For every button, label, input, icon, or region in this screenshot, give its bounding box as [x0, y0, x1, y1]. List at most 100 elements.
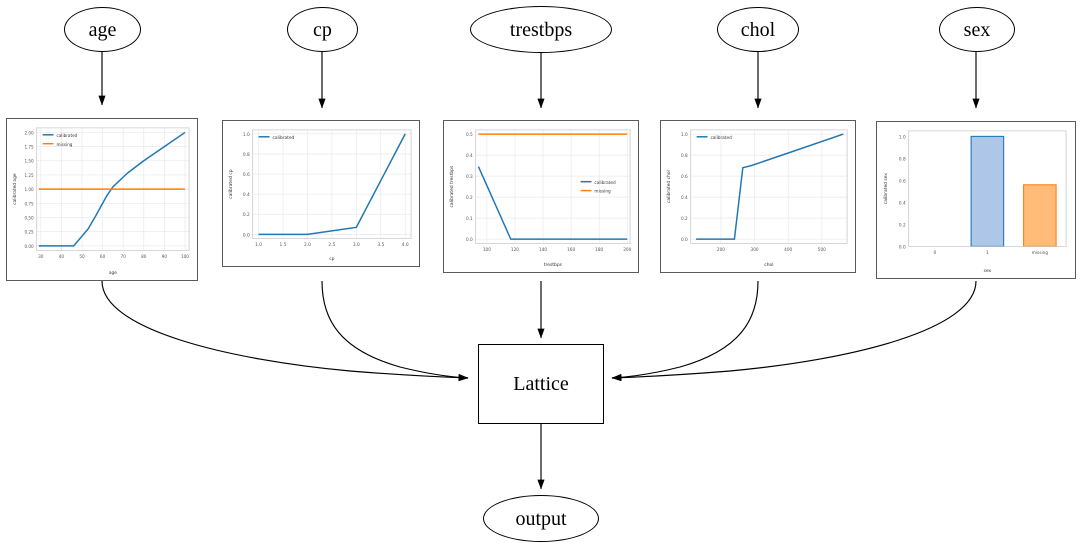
ytick-label: 1.25: [24, 173, 34, 178]
node-output[interactable]: output: [483, 495, 599, 542]
x-axis-label: chol: [764, 262, 773, 268]
xtick-label: 400: [784, 247, 792, 252]
xtick-label: 1: [986, 250, 989, 256]
y-axis-label: calibrated sex: [883, 173, 889, 205]
ytick-label: 0.5: [466, 132, 473, 137]
xtick-label: 1.5: [280, 242, 287, 248]
xtick-label: 80: [141, 254, 147, 259]
chart-cp: 0.0 0.2 0.4 0.6 0.8 1.0 1.0 1.5 2.0 2.5 3.0 3.5 4.0 c…: [228, 129, 412, 262]
xtick-label: 2.5: [328, 242, 335, 248]
edge-sex-plot-to-lattice: [611, 280, 977, 382]
xtick-label: 2.0: [304, 242, 311, 248]
ytick-label: 0.4: [243, 192, 250, 198]
legend-label-calibrated: calibrated: [710, 135, 732, 140]
legend-label-missing: missing: [594, 189, 611, 194]
xtick-label: 200: [717, 247, 725, 252]
xtick-label: 40: [59, 254, 65, 259]
legend-label-calibrated: calibrated: [594, 180, 616, 185]
node-chol-label: chol: [740, 18, 776, 41]
ytick-label: 0.25: [24, 230, 34, 235]
ytick-label: 0.1: [466, 216, 473, 221]
ytick-label: 1.0: [899, 134, 906, 140]
xtick-label: 0: [934, 250, 937, 256]
xtick-label: 500: [818, 247, 826, 252]
node-cp[interactable]: cp: [287, 7, 358, 52]
ytick-label: 0.6: [681, 174, 688, 179]
xtick-label: 180: [595, 247, 603, 252]
ytick-label: 0.4: [899, 200, 906, 206]
node-sex[interactable]: sex: [939, 7, 1015, 52]
y-axis-label: calibrated trestbps: [449, 165, 455, 208]
edge-age-plot-to-lattice: [101, 280, 469, 382]
ytick-label: 0.00: [24, 244, 34, 249]
series-calibrated: [38, 131, 186, 247]
node-cp-label: cp: [313, 18, 332, 41]
xtick-label: 60: [100, 254, 106, 259]
chart-panel-cp: 0.0 0.2 0.4 0.6 0.8 1.0 1.0 1.5 2.0 2.5 3.0 3.5 4.0 c…: [222, 120, 420, 267]
ytick-label: 1.0: [243, 132, 250, 138]
xtick-label: 1.0: [255, 242, 262, 248]
ytick-label: 0.2: [243, 212, 250, 218]
ytick-label: 0.75: [24, 201, 34, 206]
x-axis-label: trestbps: [544, 262, 563, 268]
xtick-label: 100: [181, 254, 189, 259]
x-axis-label: sex: [984, 269, 992, 274]
node-trestbps[interactable]: trestbps: [470, 6, 612, 53]
xtick-label: 300: [751, 247, 759, 252]
ytick-label: 0.6: [243, 172, 250, 178]
legend-label-missing: missing: [56, 142, 72, 147]
node-output-label: output: [515, 507, 567, 530]
xtick-label: 90: [162, 254, 168, 259]
ytick-label: 2.00: [24, 130, 34, 135]
legend-label-calibrated: calibrated: [272, 135, 294, 141]
node-lattice[interactable]: Lattice: [478, 344, 604, 424]
ytick-label: 0.4: [466, 153, 473, 158]
xtick-label: 3.0: [353, 242, 360, 248]
series-calibrated: [477, 166, 628, 240]
xtick-label: 3.5: [377, 242, 384, 248]
bar-missing: [1023, 184, 1057, 247]
xtick-label: 4.0: [402, 242, 409, 248]
legend-label-calibrated: calibrated: [56, 133, 77, 138]
ytick-label: 1.50: [24, 159, 34, 164]
ytick-label: 1.00: [24, 187, 34, 192]
xtick-label: 120: [511, 247, 519, 252]
xtick-label: 50: [79, 254, 85, 259]
node-sex-label: sex: [963, 18, 991, 41]
x-axis-label: cp: [329, 257, 335, 262]
x-axis-label: age: [109, 271, 117, 276]
ytick-label: 0.2: [899, 222, 906, 228]
xtick-label: 70: [121, 254, 127, 259]
series-calibrated: [258, 133, 406, 236]
y-axis-label: calibrated cp: [228, 169, 234, 199]
edge-chol-plot-to-lattice: [611, 280, 759, 382]
ytick-label: 1.0: [681, 132, 688, 137]
xtick-label: 100: [483, 247, 491, 252]
ytick-label: 0.0: [466, 237, 473, 242]
y-axis-label: calibrated chol: [666, 170, 672, 203]
ytick-label: 0.8: [899, 156, 906, 162]
ytick-label: 0.0: [899, 244, 906, 250]
node-trestbps-label: trestbps: [509, 18, 573, 41]
ytick-label: 0.3: [466, 174, 473, 179]
series-calibrated: [696, 133, 844, 240]
xtick-label: 140: [539, 247, 547, 252]
ytick-label: 0.0: [243, 232, 250, 238]
ytick-label: 0.2: [681, 216, 688, 221]
xtick-label: 30: [38, 254, 44, 259]
node-age-label: age: [88, 18, 117, 41]
ytick-label: 0.8: [243, 152, 250, 158]
bar-1: [970, 135, 1005, 247]
node-age[interactable]: age: [64, 7, 141, 52]
node-chol[interactable]: chol: [717, 7, 799, 52]
y-axis-label: calibrated age: [12, 173, 18, 205]
xtick-label: 160: [567, 247, 575, 252]
ytick-label: 0.6: [899, 178, 906, 184]
ytick-label: 1.75: [24, 145, 34, 150]
ytick-label: 0.0: [681, 237, 688, 242]
